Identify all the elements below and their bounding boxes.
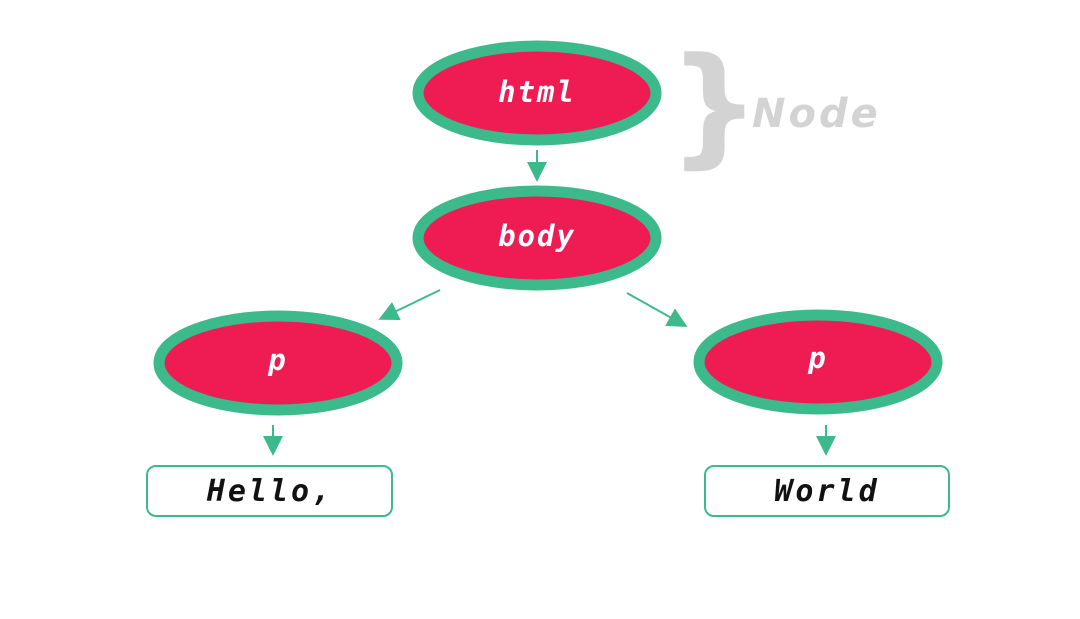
text-node-right-label: World: [774, 474, 879, 509]
node-body: body: [412, 185, 662, 291]
text-node-left-label: Hello,: [206, 474, 333, 509]
text-node-left: Hello,: [146, 465, 393, 517]
node-p-left-shape: [153, 310, 403, 416]
edge-body-p-right: [626, 292, 688, 327]
edge-body-p-left: [378, 289, 441, 321]
node-html-label: html: [498, 75, 576, 109]
node-html: html: [412, 40, 662, 146]
edges: [263, 150, 836, 456]
node-p-right: p: [693, 309, 943, 415]
node-body-label: body: [498, 219, 576, 253]
node-p-left-label: p: [267, 343, 287, 377]
annotation-label: Node: [752, 91, 881, 137]
text-node-right: World: [704, 465, 950, 517]
node-annotation: } Node: [668, 29, 881, 181]
annotation-brace: }: [668, 29, 761, 181]
node-p-right-label: p: [807, 341, 827, 375]
node-p-left: p: [153, 310, 403, 416]
text-node-right-box: [704, 465, 950, 517]
node-html-shape: [412, 40, 662, 146]
node-p-right-shape: [693, 309, 943, 415]
node-body-shape: [412, 185, 662, 291]
text-node-left-box: [146, 465, 393, 517]
